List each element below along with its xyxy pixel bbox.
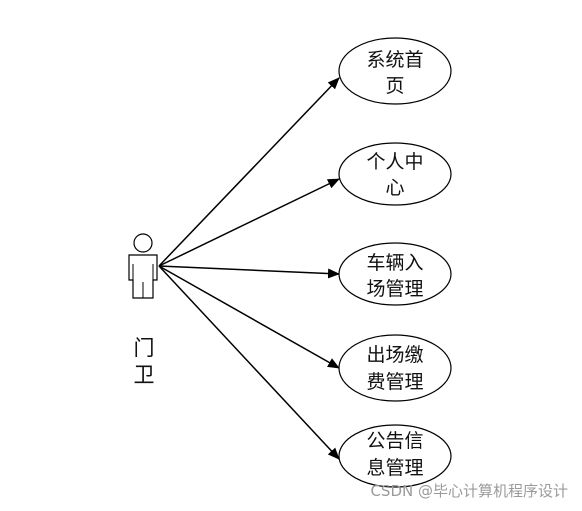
use-case-vehicle-entry-line1: 车辆入: [366, 252, 423, 274]
use-case-profile-line2: 心: [385, 177, 404, 199]
use-case-exit-payment-line2: 费管理: [366, 371, 423, 393]
use-case-profile: 个人中 心: [338, 142, 452, 206]
watermark: CSDN @毕心计算机程序设计: [370, 482, 568, 500]
association-arrow-announcement: [158, 265, 340, 460]
use-case-vehicle-entry: 车辆入 场管理: [338, 242, 452, 306]
use-case-home-line1: 系统首: [366, 49, 423, 71]
person-icon: [128, 233, 158, 299]
actor-label-line1: 门: [134, 336, 155, 360]
use-case-profile-line1: 个人中: [366, 151, 423, 173]
association-arrow-vehicle-entry: [158, 265, 340, 279]
use-case-exit-payment: 出场缴 费管理: [338, 334, 452, 402]
use-case-announcement-line1: 公告信: [366, 430, 423, 452]
use-case-announcement: 公告信 息管理: [338, 424, 452, 488]
use-case-vehicle-entry-line2: 场管理: [366, 278, 423, 300]
association-arrow-exit-payment: [158, 265, 340, 369]
use-case-exit-payment-line1: 出场缴: [366, 344, 423, 366]
use-case-announcement-line2: 息管理: [366, 457, 423, 479]
actor-label-line2: 卫: [134, 363, 155, 387]
use-case-home: 系统首 页: [338, 37, 452, 105]
association-arrow-profile: [158, 178, 340, 267]
association-arrow-home: [158, 77, 340, 267]
use-case-home-line2: 页: [385, 75, 404, 97]
